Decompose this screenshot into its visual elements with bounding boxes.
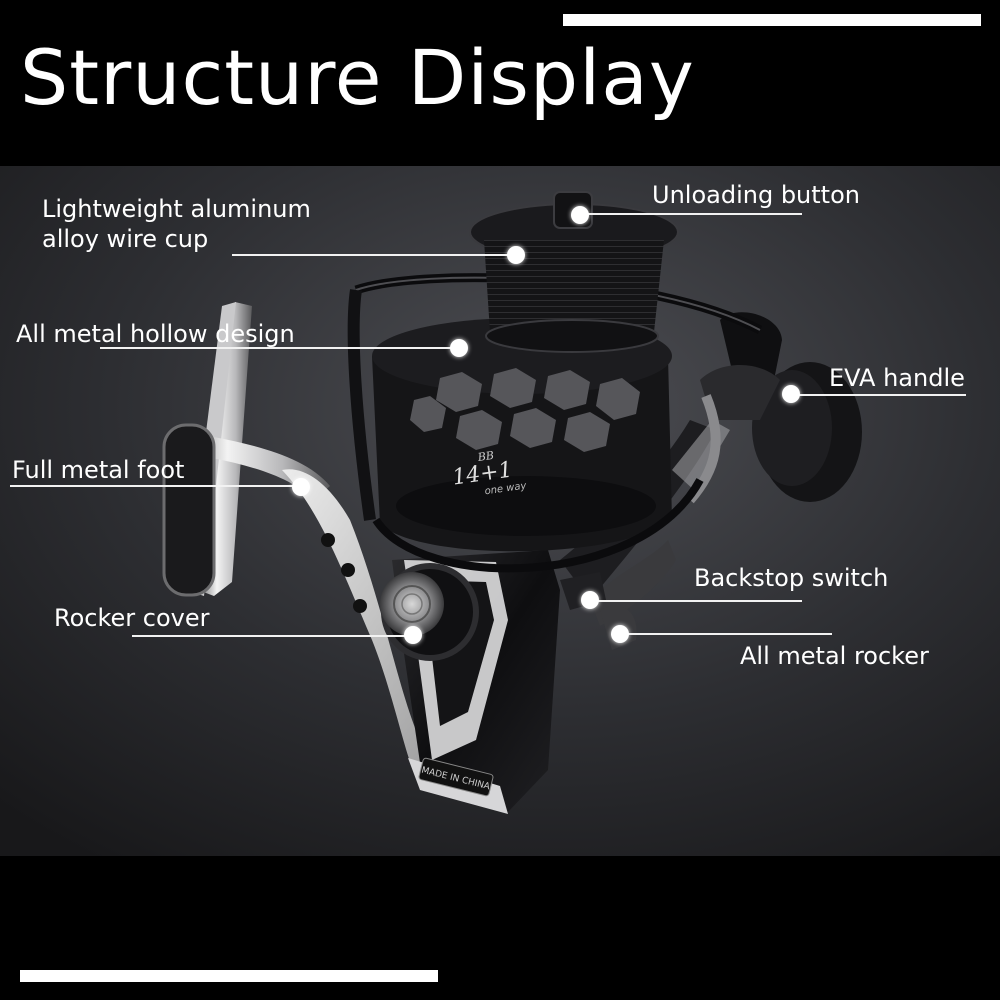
- hotspot-wire-cup: [507, 246, 525, 264]
- fishing-reel-illustration: MADE IN CHINA: [0, 166, 1000, 856]
- top-accent-bar: [563, 14, 981, 26]
- callout-line-rocker-cover: [132, 635, 414, 637]
- page-title: Structure Display: [20, 33, 695, 122]
- hotspot-unloading-button: [571, 206, 589, 224]
- callout-line-hollow-design: [100, 347, 460, 349]
- label-unloading-button: Unloading button: [652, 181, 860, 209]
- callout-line-backstop-switch: [590, 600, 802, 602]
- label-metal-foot: Full metal foot: [12, 456, 185, 484]
- callout-line-metal-rocker: [620, 633, 832, 635]
- label-wire-cup-line1: Lightweight aluminum: [42, 195, 311, 223]
- spool-marking-top: BB: [476, 449, 495, 464]
- hotspot-hollow-design: [450, 339, 468, 357]
- label-metal-rocker: All metal rocker: [740, 642, 929, 670]
- callout-line-metal-foot: [10, 485, 306, 487]
- label-backstop-switch: Backstop switch: [694, 564, 889, 592]
- bottom-accent-bar: [20, 970, 438, 982]
- callout-line-wire-cup: [232, 254, 516, 256]
- hotspot-backstop-switch: [581, 591, 599, 609]
- hotspot-metal-foot: [292, 478, 310, 496]
- hotspot-eva-handle: [782, 385, 800, 403]
- label-wire-cup-line2: alloy wire cup: [42, 225, 209, 253]
- callout-line-unloading-button: [582, 213, 802, 215]
- label-rocker-cover: Rocker cover: [54, 604, 210, 632]
- callout-line-eva-handle: [790, 394, 966, 396]
- hotspot-metal-rocker: [611, 625, 629, 643]
- label-eva-handle: EVA handle: [829, 364, 965, 392]
- product-photo: MADE IN CHINA: [0, 166, 1000, 856]
- hotspot-rocker-cover: [404, 626, 422, 644]
- label-hollow-design: All metal hollow design: [16, 320, 295, 348]
- hollow-pattern: [410, 368, 640, 452]
